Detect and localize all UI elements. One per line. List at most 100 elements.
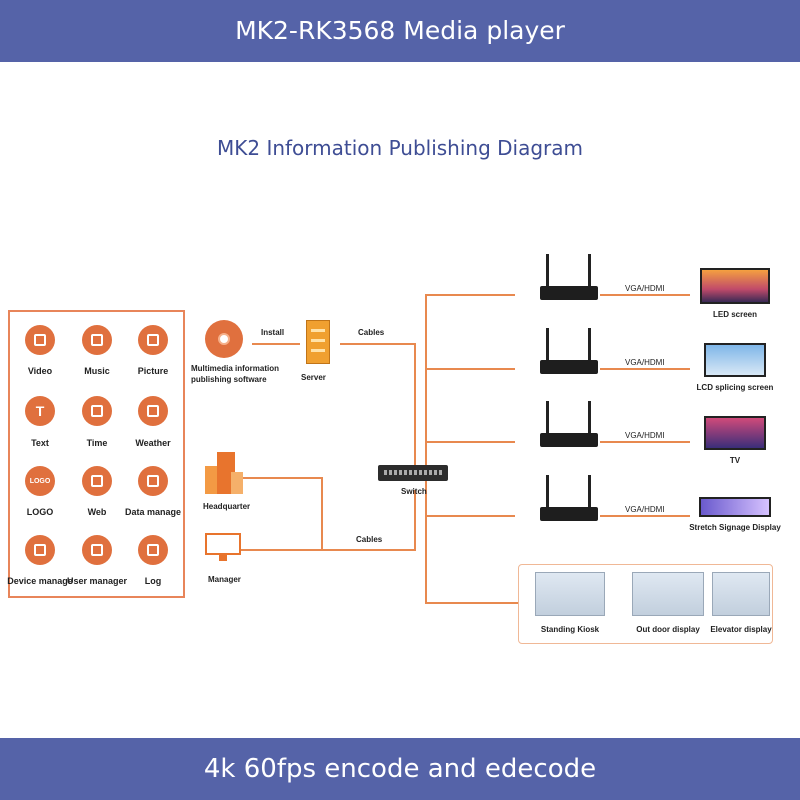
function-label: Time [86,438,108,448]
function-label: Device manage [7,576,73,586]
line-switch-up [414,490,416,550]
player-body [540,507,598,521]
text-icon: T [25,396,55,426]
function-label: Web [87,507,107,517]
icon-mark [147,334,159,346]
line-trunk [425,294,427,603]
music-icon [82,325,112,355]
display-screen-icon [699,497,771,517]
line-vga-4 [600,515,690,517]
icon-mark [91,405,103,417]
icon-mark [147,544,159,556]
picture-icon [138,325,168,355]
line-vga-3 [600,441,690,443]
line-vga-1 [600,294,690,296]
display-label: TV [729,456,741,465]
clock-icon [82,396,112,426]
line-cables-bottom [321,549,416,551]
footer-text: 4k 60fps encode and edecode [203,754,597,784]
laptop-icon [25,535,55,565]
switch-icon [378,465,448,481]
footer-banner: 4k 60fps encode and edecode [0,738,800,800]
function-label: User manager [66,576,128,586]
antenna-right [588,475,591,509]
vga-hdmi-label: VGA/HDMI [625,431,665,440]
weather-icon [138,396,168,426]
cables-label-bottom: Cables [356,535,383,544]
function-label: Text [31,438,49,448]
line-hq [240,477,322,479]
headquarter-label: Headquarter [203,502,251,511]
scene-label: Out door display [636,625,700,634]
line-branch-5 [425,602,518,604]
server-icon [306,320,330,364]
user-icon [82,535,112,565]
headquarter-icon [205,452,243,494]
antenna-left [546,475,549,509]
antenna-right [588,401,591,435]
line-branch-1 [425,294,515,296]
function-label: Video [27,366,53,376]
globe-icon [82,466,112,496]
switch-label: Switch [401,487,427,496]
icon-mark [34,334,46,346]
function-label: Music [84,366,110,376]
display-screen-icon [704,343,766,377]
function-label: Picture [137,366,169,376]
player-body [540,433,598,447]
player-body [540,360,598,374]
function-label: Log [144,576,162,586]
pie-chart-icon [138,466,168,496]
line-manager [240,549,322,551]
log-icon [138,535,168,565]
scene-illustration [712,572,770,616]
antenna-left [546,254,549,288]
scene-label: Elevator display [710,625,772,634]
line-cable-down [414,343,416,465]
icon-mark [91,475,103,487]
manager-label: Manager [208,575,241,584]
server-label: Server [301,373,326,382]
cables-label-top: Cables [358,328,385,337]
function-label: LOGO [26,507,54,517]
icon-mark [147,405,159,417]
line-vga-2 [600,368,690,370]
display-screen-icon [700,268,770,304]
line-hq-manager-join [321,477,323,550]
display-label: LED screen [712,310,758,319]
display-label: LCD splicing screen [696,383,774,392]
page-title: MK2-RK3568 Media player [235,16,565,45]
antenna-right [588,328,591,362]
scenes-box [518,564,773,644]
logo-icon: LOGO [25,466,55,496]
line-server-cable [340,343,415,345]
function-label: Data manage [124,507,182,517]
scene-illustration [632,572,704,616]
vga-hdmi-label: VGA/HDMI [625,505,665,514]
vga-hdmi-label: VGA/HDMI [625,284,665,293]
line-branch-2 [425,368,515,370]
antenna-right [588,254,591,288]
line-branch-3 [425,441,515,443]
video-icon [25,325,55,355]
display-screen-icon [704,416,766,450]
line-branch-4 [425,515,515,517]
install-label: Install [261,328,285,337]
vga-hdmi-label: VGA/HDMI [625,358,665,367]
display-label: Stretch Signage Display [689,523,781,532]
icon-mark [34,544,46,556]
software-disc-icon [205,320,243,358]
icon-mark [91,334,103,346]
manager-monitor-icon [205,533,241,561]
line-install [252,343,300,345]
icon-mark [91,544,103,556]
player-body [540,286,598,300]
icon-mark [147,475,159,487]
icon-glyph: T [35,403,45,419]
software-label: Multimedia information publishing softwa… [191,364,279,384]
media-player-icon [538,254,600,302]
header-banner: MK2-RK3568 Media player [0,0,800,62]
diagram-title: MK2 Information Publishing Diagram [216,136,584,160]
media-player-icon [538,401,600,449]
antenna-left [546,328,549,362]
